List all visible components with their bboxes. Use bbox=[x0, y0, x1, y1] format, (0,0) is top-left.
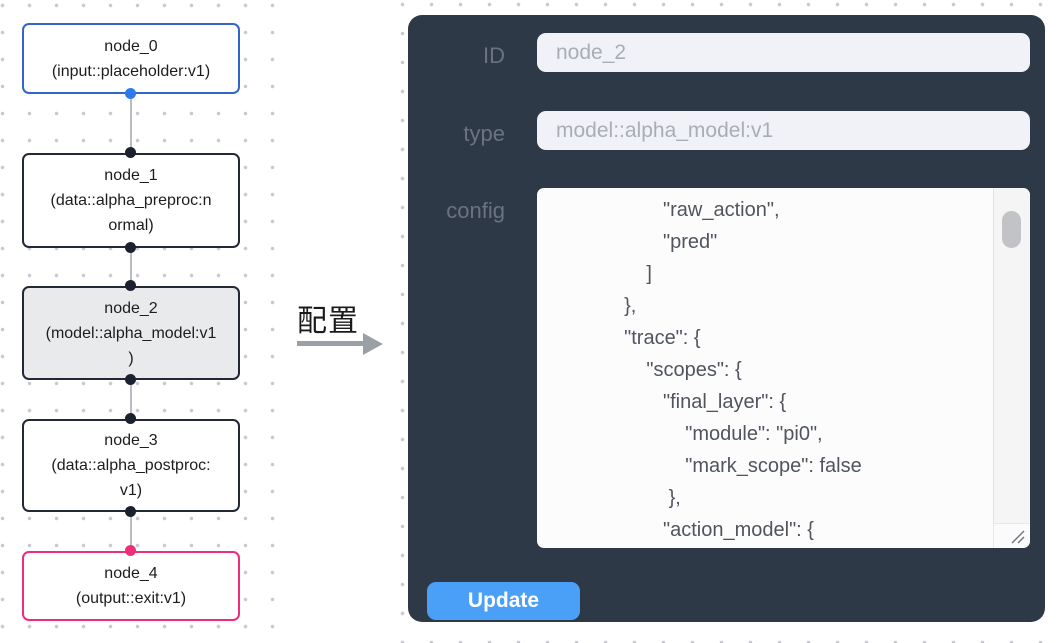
edge-node1-node2 bbox=[130, 248, 132, 286]
resize-corner[interactable] bbox=[993, 523, 1030, 548]
config-label: config bbox=[446, 198, 505, 223]
flow-node-node_2-selected[interactable]: node_2 (model::alpha_model:v1 ) bbox=[22, 286, 240, 380]
type-input[interactable] bbox=[537, 111, 1030, 150]
handle-node0-source[interactable] bbox=[125, 88, 136, 99]
node-label: node_1 (data::alpha_preproc:n ormal) bbox=[50, 167, 212, 234]
handle-node4-target[interactable] bbox=[125, 545, 136, 556]
flow-canvas: node_0 (input::placeholder:v1) node_1 (d… bbox=[0, 0, 282, 643]
config-panel: ID type config "raw_action", "pred" ] },… bbox=[408, 15, 1045, 622]
node-label: node_4 (output::exit:v1) bbox=[75, 565, 187, 607]
update-button[interactable]: Update bbox=[427, 582, 580, 620]
handle-node2-target[interactable] bbox=[125, 280, 136, 291]
config-json-content: "raw_action", "pred" ] }, "trace": { "sc… bbox=[624, 199, 862, 541]
edge-node2-node3 bbox=[130, 380, 132, 419]
handle-node2-source[interactable] bbox=[125, 374, 136, 385]
scrollbar[interactable] bbox=[993, 188, 1030, 523]
flow-node-node_0[interactable]: node_0 (input::placeholder:v1) bbox=[22, 23, 240, 94]
flow-node-node_4[interactable]: node_4 (output::exit:v1) bbox=[22, 551, 240, 621]
flow-node-node_1[interactable]: node_1 (data::alpha_preproc:n ormal) bbox=[22, 153, 240, 248]
arrow-head-icon bbox=[363, 333, 383, 355]
handle-node1-target[interactable] bbox=[125, 147, 136, 158]
node-label: node_2 (model::alpha_model:v1 ) bbox=[45, 299, 217, 367]
edge-node0-node1 bbox=[130, 94, 132, 153]
annotation-label: 配置 bbox=[297, 305, 359, 338]
flow-node-node_3[interactable]: node_3 (data::alpha_postproc: v1) bbox=[22, 419, 240, 512]
id-label: ID bbox=[483, 43, 505, 68]
arrow-icon bbox=[297, 341, 367, 346]
config-textarea[interactable]: "raw_action", "pred" ] }, "trace": { "sc… bbox=[537, 188, 1030, 548]
handle-node3-target[interactable] bbox=[125, 413, 136, 424]
node-label: node_0 (input::placeholder:v1) bbox=[51, 37, 211, 80]
scrollbar-thumb[interactable] bbox=[1002, 211, 1021, 248]
node-label: node_3 (data::alpha_postproc: v1) bbox=[51, 432, 211, 499]
handle-node3-source[interactable] bbox=[125, 506, 136, 517]
type-label: type bbox=[463, 121, 505, 146]
resize-handle-icon bbox=[1011, 530, 1025, 544]
edge-node3-node4 bbox=[130, 512, 132, 551]
handle-node1-source[interactable] bbox=[125, 242, 136, 253]
id-input[interactable] bbox=[537, 33, 1030, 72]
config-canvas: ID type config "raw_action", "pred" ] },… bbox=[393, 0, 1062, 643]
